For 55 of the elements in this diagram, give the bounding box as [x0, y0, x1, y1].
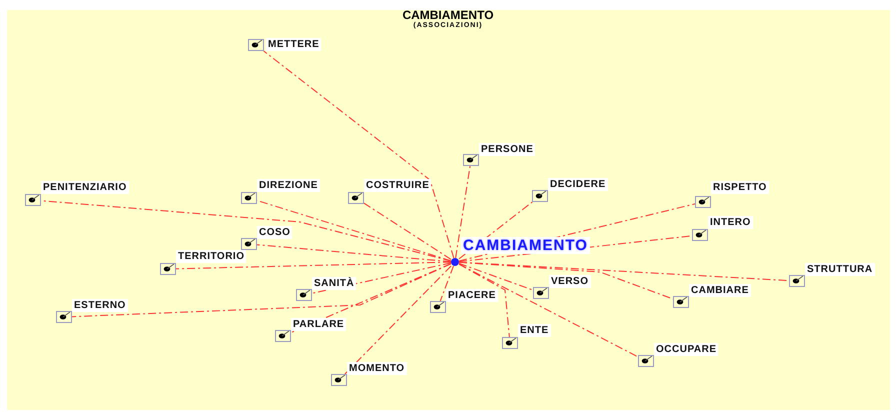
word-node [25, 181, 129, 207]
connector-line [458, 264, 638, 358]
diagram-title: CAMBIAMENTO [401, 8, 495, 22]
word-node [463, 143, 535, 167]
word-label: PARLARE [291, 318, 346, 331]
word-node [695, 181, 769, 209]
word-node [502, 324, 551, 350]
connector-line [440, 266, 454, 302]
word-label: PERSONE [479, 143, 536, 156]
word-label: SANITÀ [312, 277, 356, 290]
word-node [638, 343, 718, 368]
connector-line [458, 262, 674, 300]
word-node [56, 299, 128, 324]
connector-line [72, 263, 452, 318]
word-label: OCCUPARE [654, 343, 718, 356]
word-node [533, 275, 591, 300]
word-label: METTERE [266, 38, 322, 51]
word-label: ENTE [518, 324, 551, 337]
word-node [241, 226, 292, 251]
word-node [275, 318, 346, 343]
word-label: DECIDERE [548, 178, 608, 191]
connector-line [256, 244, 452, 262]
connector-line [176, 262, 452, 270]
word-label: MOMENTO [347, 362, 407, 375]
word-label: CAMBIARE [689, 284, 751, 297]
word-node [673, 284, 751, 309]
connector-line [458, 262, 790, 282]
word-label: ESTERNO [72, 299, 128, 312]
word-label: PIACERE [446, 289, 498, 302]
word-node [532, 178, 608, 203]
word-label: VERSO [549, 275, 591, 288]
connector-line [263, 50, 454, 258]
word-node [241, 179, 320, 205]
word-label: COSO [257, 226, 292, 239]
word-label: STRUTTURA [805, 263, 875, 276]
word-node [348, 179, 431, 205]
word-node [789, 263, 875, 288]
word-node [692, 216, 753, 242]
central-word: CAMBIAMENTO [461, 237, 590, 254]
word-label: TERRITORIO [176, 250, 246, 263]
connector-line [458, 262, 534, 291]
connector-line [364, 202, 452, 260]
connector-line [458, 264, 510, 338]
connector-line [455, 166, 471, 258]
word-node [331, 362, 407, 387]
word-node [160, 250, 246, 276]
word-label: RISPETTO [711, 181, 769, 194]
word-label: INTERO [708, 216, 753, 229]
word-node [296, 277, 356, 302]
word-node [430, 289, 498, 314]
word-label: PENITENZIARIO [41, 181, 129, 194]
word-label: COSTRUIRE [364, 179, 432, 192]
word-label: DIREZIONE [257, 179, 320, 192]
connector-line [344, 266, 452, 374]
word-node [248, 38, 321, 52]
